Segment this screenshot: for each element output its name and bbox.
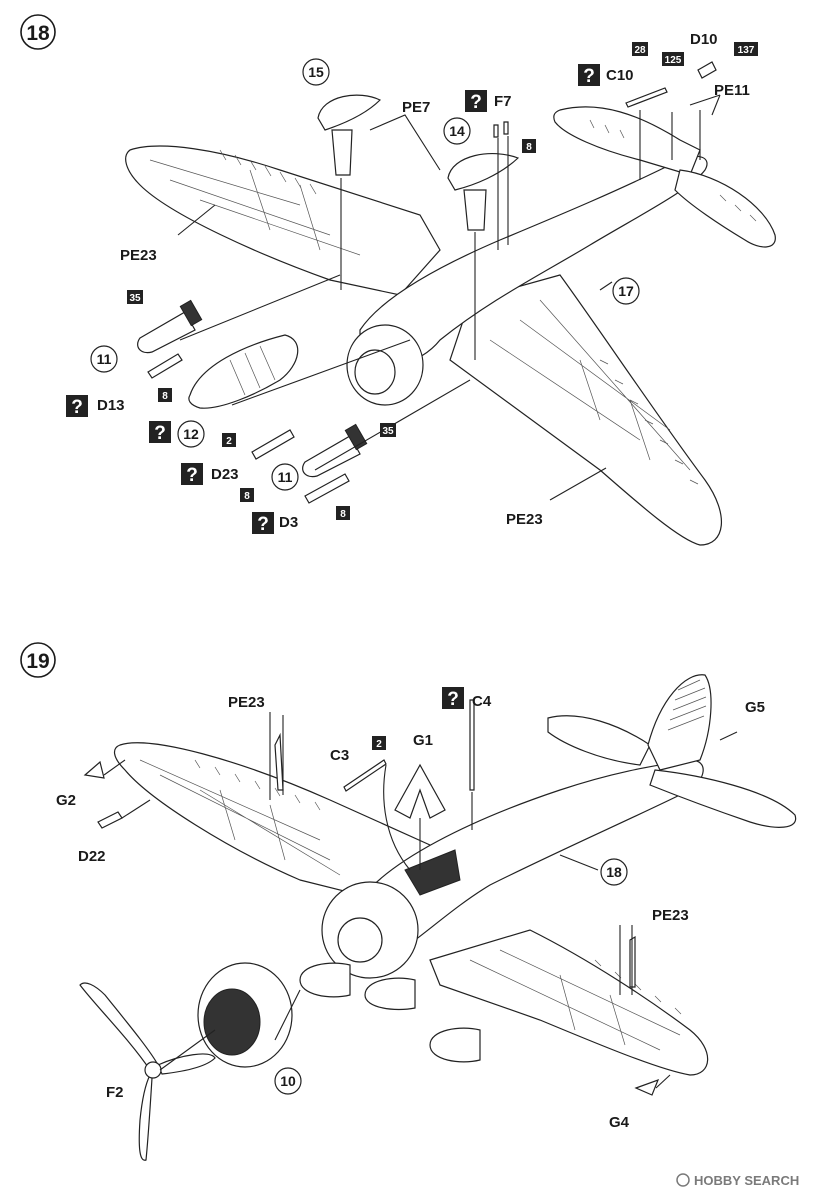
label-f7: F7 [494,93,512,110]
label-d10: D10 [690,31,718,48]
ref-number: 10 [280,1073,296,1089]
ref-18: 18 [600,858,628,886]
label-d22: D22 [78,848,106,865]
unsure-marker-12: ? [149,421,171,444]
ref-11-a: 11 [90,345,118,373]
unsure-mark: ? [583,66,595,87]
unsure-marker-d13: ? [66,395,88,418]
unsure-marker-f7: ? [465,90,487,113]
detail-parts-19 [83,699,660,1096]
propeller-f2 [79,982,216,1161]
label-g5: G5 [745,699,765,716]
box-35-right: 35 [380,423,396,437]
box-label: 8 [244,491,250,502]
leader-lines-19 [103,712,738,1089]
label-pe7: PE7 [402,99,430,116]
label-c4: C4 [472,693,492,710]
canopy-part-15 [317,94,382,176]
unsure-mark: ? [186,465,198,486]
unsure-mark: ? [470,92,482,113]
box-125: 125 [662,52,684,66]
box-2: 2 [222,433,236,447]
watermark-text: HOBBY SEARCH [694,1173,799,1188]
canopy-part-14 [447,152,520,231]
box-8-f7: 8 [522,139,536,153]
ref-17: 17 [612,277,640,305]
box-8-d3: 8 [336,506,350,520]
box-label: 137 [738,45,755,56]
airframe-front-view [114,674,797,1076]
box-label: 8 [340,509,346,520]
bomb-left [137,299,203,354]
unsure-marker-c10: ? [578,64,600,87]
label-f2: F2 [106,1084,124,1101]
ref-10: 10 [274,1067,302,1095]
unsure-marker-d3: ? [252,512,274,535]
ref-number: 17 [618,283,634,299]
ref-number: 15 [308,64,324,80]
ref-number: 11 [278,469,293,485]
label-pe23-right: PE23 [506,511,543,528]
label-g4: G4 [609,1114,630,1131]
ref-number: 11 [97,351,112,367]
unsure-mark: ? [447,689,459,710]
label-pe23-right: PE23 [652,907,689,924]
label-g2: G2 [56,792,76,809]
box-2-c3: 2 [372,736,386,750]
box-8-d13: 8 [158,388,172,402]
label-d23: D23 [211,466,239,483]
label-d3: D3 [279,514,298,531]
ref-number: 18 [606,864,622,880]
airframe-top-view [125,106,776,546]
label-pe23-left: PE23 [120,247,157,264]
label-g1: G1 [413,732,433,749]
ref-number: 14 [449,123,465,139]
unsure-marker-c4: ? [442,687,464,710]
step-number: 19 [26,650,49,673]
ref-14: 14 [443,117,471,145]
step-18: 18 [20,14,776,546]
box-label: 2 [226,436,232,447]
unsure-marker-d23: ? [181,463,203,486]
unsure-mark: ? [71,397,83,418]
box-35-left: 35 [127,290,143,304]
ref-11-b: 11 [271,463,299,491]
box-label: 8 [162,391,168,402]
label-c3: C3 [330,747,349,764]
leader-lines [177,94,721,501]
bomb-racks [147,353,350,504]
label-pe11: PE11 [714,82,750,99]
box-137: 137 [734,42,758,56]
step-19: 19 [20,642,797,1161]
watermark: HOBBY SEARCH [676,1173,799,1188]
box-label: 125 [665,55,682,66]
box-8-d23: 8 [240,488,254,502]
box-label: 35 [382,426,394,437]
detail-parts [493,61,717,138]
box-28: 28 [632,42,648,56]
box-label: 35 [129,293,141,304]
box-label: 28 [634,45,646,56]
unsure-mark: ? [154,423,166,444]
drop-tank [188,334,299,409]
label-pe23-left: PE23 [228,694,265,711]
ref-15: 15 [302,58,330,86]
ref-12: 12 [177,420,205,448]
box-label: 8 [526,142,532,153]
ref-number: 12 [183,426,199,442]
step-number: 18 [26,22,50,45]
bomb-right [302,423,368,478]
label-c10: C10 [606,67,634,84]
unsure-mark: ? [257,514,269,535]
label-d13: D13 [97,397,125,414]
box-label: 2 [376,739,382,750]
